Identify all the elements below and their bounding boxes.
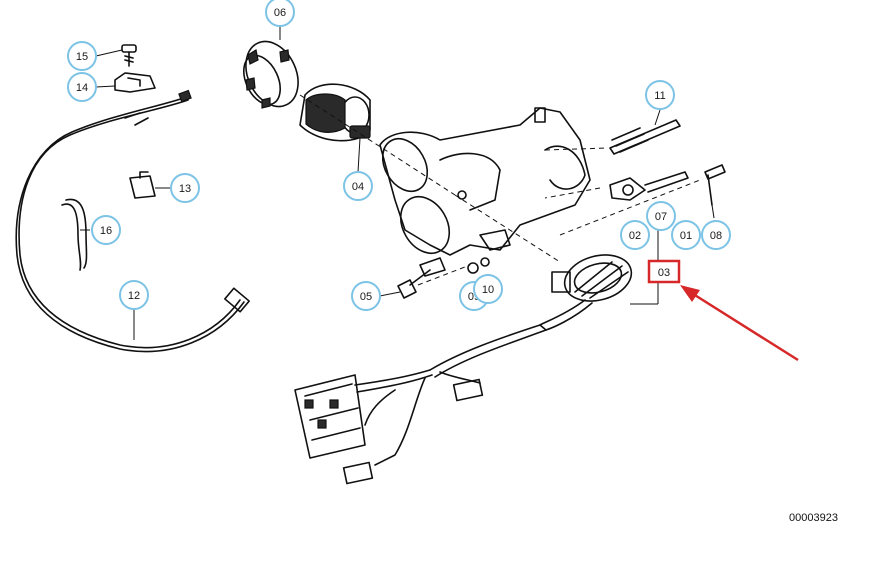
steering-lock-housing (379, 107, 591, 277)
svg-text:08: 08 (710, 230, 722, 242)
svg-text:10: 10 (482, 284, 494, 296)
callout-01: 01 (671, 220, 701, 250)
svg-text:11: 11 (654, 90, 665, 102)
svg-text:02: 02 (629, 230, 641, 242)
callout-11: 11 (645, 80, 675, 110)
svg-text:06: 06 (274, 7, 286, 19)
ring-06 (243, 40, 299, 109)
highlight-callout-03: 03 (647, 259, 681, 284)
svg-text:01: 01 (680, 230, 692, 242)
bolt-05 (397, 269, 431, 299)
callout-14: 14 (67, 72, 97, 102)
svg-text:05: 05 (360, 291, 372, 303)
wiring-harness (294, 299, 593, 485)
callout-07: 07 (646, 201, 676, 231)
svg-text:14: 14 (76, 82, 88, 94)
clip-14 (114, 72, 156, 93)
leader-lines (80, 26, 715, 340)
svg-text:16: 16 (100, 225, 112, 237)
ignition-switch-03 (551, 254, 633, 302)
svg-text:04: 04 (352, 181, 364, 193)
nut-09-10 (467, 257, 490, 274)
callout-04: 04 (343, 171, 373, 201)
callout-08: 08 (701, 220, 731, 250)
cable-assembly (15, 89, 250, 353)
highlight-arrow (680, 285, 799, 362)
clip-13 (129, 171, 156, 199)
callout-05: 05 (351, 281, 381, 311)
bracket-16 (61, 198, 88, 271)
callout-16: 16 (91, 215, 121, 245)
cylinder-04 (299, 83, 371, 142)
callout-13: 13 (170, 173, 200, 203)
svg-text:15: 15 (76, 51, 88, 63)
callout-15: 15 (67, 41, 97, 71)
link-01-02 (609, 171, 689, 201)
screw-08 (704, 164, 726, 206)
svg-text:03: 03 (658, 267, 670, 279)
callout-06: 06 (265, 0, 295, 27)
pin-11 (609, 119, 681, 155)
reference-code: 00003923 (789, 512, 838, 524)
callout-02: 02 (620, 220, 650, 250)
svg-text:07: 07 (655, 211, 667, 223)
screw-15 (121, 44, 137, 67)
svg-text:12: 12 (128, 290, 140, 302)
callout-10: 10 (473, 274, 503, 304)
callout-12: 12 (119, 280, 149, 310)
svg-text:13: 13 (179, 183, 191, 195)
assembly-guide-lines (299, 94, 701, 286)
